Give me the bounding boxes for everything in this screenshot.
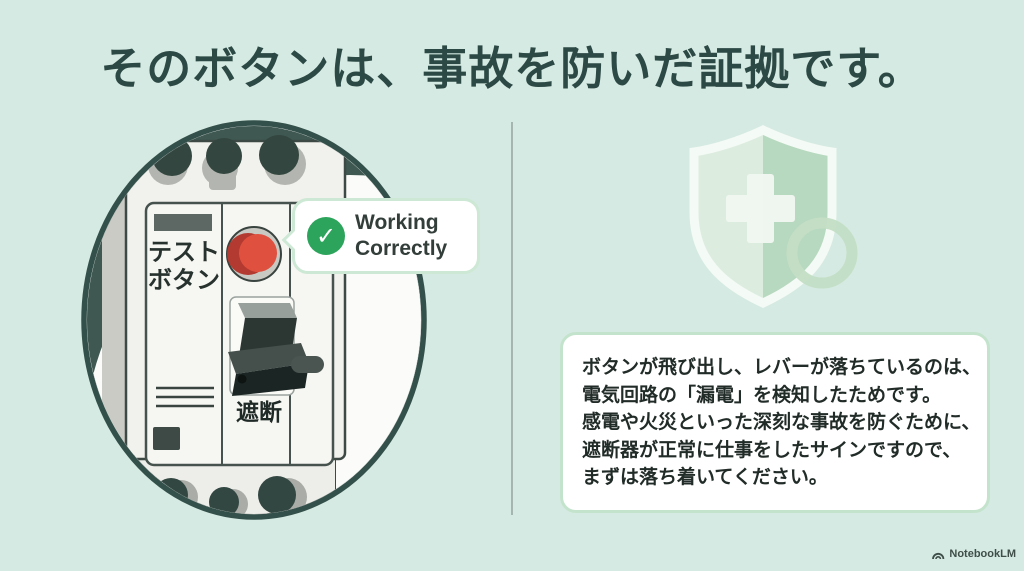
explanation-line: 遮断器が正常に仕事をしたサインですので、 (582, 439, 962, 461)
breaker-side-face (102, 158, 126, 457)
bubble-text-line2: Correctly (355, 237, 448, 260)
panel-detail-square (153, 427, 180, 450)
notebooklm-logo-icon (932, 552, 945, 559)
medical-cross-icon (726, 174, 795, 243)
status-bubble: ✓ Working Correctly (281, 198, 480, 274)
slide-title: そのボタンは、事故を防いだ証拠です。 (100, 43, 924, 94)
explanation-line: まずは落ち着いてください。 (582, 467, 828, 488)
indicator-pill (291, 356, 324, 373)
watermark: NotebookLM (931, 548, 1016, 560)
explanation-line: 電気回路の「漏電」を検知したためです。 (582, 384, 942, 406)
top-terminal-holes (148, 135, 306, 190)
red-test-button (226, 226, 282, 282)
illustration-circle-border (81, 120, 427, 520)
bubble-text: Working Correctly (355, 210, 447, 263)
panel-detail-lines (156, 386, 214, 408)
trip-label: 遮断 (236, 399, 282, 425)
watermark-label: NotebookLM (949, 548, 1016, 560)
safety-shield-icon (689, 125, 858, 308)
section-divider (511, 122, 513, 515)
bubble-text-line1: Working (355, 210, 439, 234)
explanation-line: ボタンが飛び出し、レバーが落ちているのは、 (582, 357, 982, 378)
explanation-line: 感電や火災といった深刻な事故を防ぐために、 (582, 412, 981, 433)
label-plate (154, 214, 212, 231)
test-button-label-line2: ボタン (148, 267, 220, 294)
ring-icon (786, 217, 858, 289)
breaker-lever (228, 296, 309, 396)
breaker-illustration: テスト ボタン 遮断 (81, 120, 427, 520)
check-icon: ✓ (307, 217, 345, 255)
explanation-panel: ボタンが飛び出し、レバーが落ちているのは、 電気回路の「漏電」を検知したためです… (560, 332, 990, 513)
test-button-label-line1: テスト (148, 239, 220, 266)
